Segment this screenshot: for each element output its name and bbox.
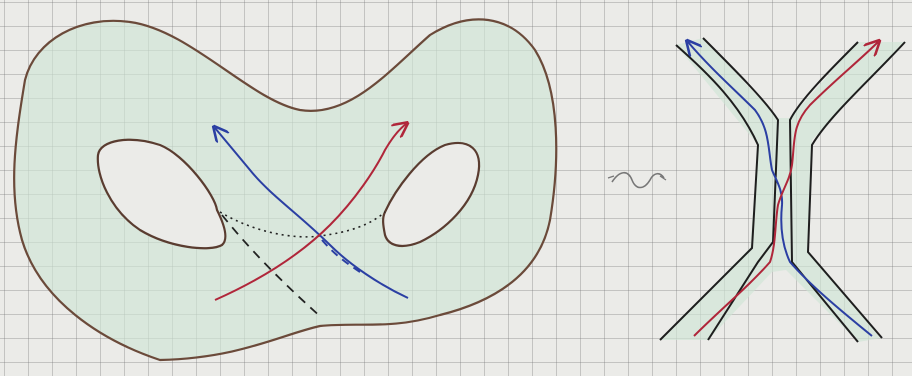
- x-band-junction: [659, 37, 906, 343]
- blue-curve-hidden: [321, 239, 361, 273]
- red-curve-right: [693, 42, 878, 337]
- blue-curve-right: [688, 42, 873, 337]
- left-hole: [96, 138, 227, 250]
- equivalence-symbol: [607, 171, 667, 189]
- blue-curve-left: [215, 128, 409, 299]
- x-outline-upper-left-inner: [702, 37, 780, 341]
- surface-outline: [13, 18, 558, 362]
- red-curve-left: [214, 124, 406, 301]
- genus-two-surface: [13, 18, 558, 362]
- x-outline-upper-left-outer: [659, 44, 760, 341]
- x-outline-upper-right-outer: [806, 41, 906, 339]
- x-outline-upper-right-inner: [788, 41, 859, 343]
- hidden-dashed-curve: [221, 214, 323, 319]
- right-hole: [382, 141, 481, 248]
